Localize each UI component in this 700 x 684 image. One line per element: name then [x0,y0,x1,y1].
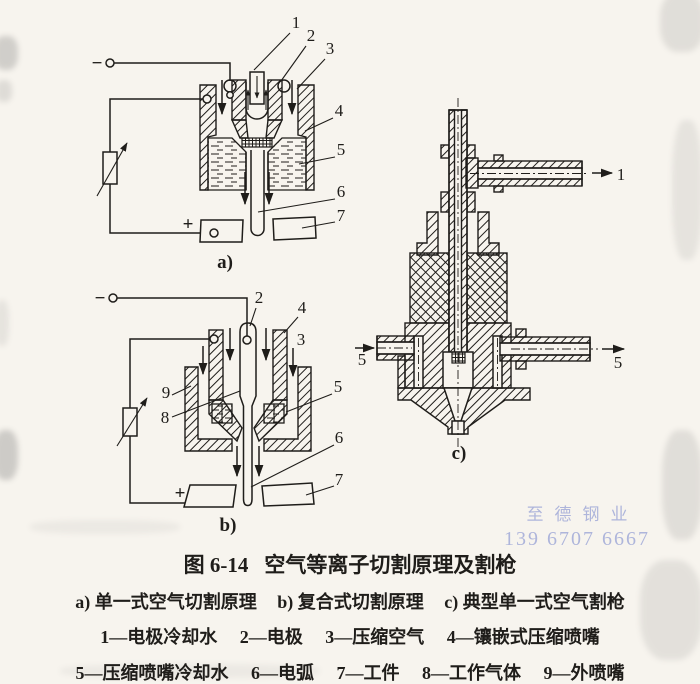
workpiece-right [261,482,315,507]
legend-item: 7—工件 [336,663,400,683]
label-1: 1 [617,165,626,184]
bleedthrough-smudge [0,36,18,70]
label-3: 3 [297,330,306,349]
electrode-holder-right [267,79,283,121]
cooling-water-left [207,137,247,191]
bleedthrough-smudge [0,430,18,480]
legend-line-1: 1—电极冷却水 2—电极 3—压缩空气 4—镶嵌式压缩喷嘴 [0,623,700,649]
label-9: 9 [162,383,171,402]
legend-item: 5—压缩喷嘴冷却水 [75,663,229,683]
bleedthrough-smudge [640,560,700,660]
label-5-out: 5 [614,353,623,372]
legend-line-2: 5—压缩喷嘴冷却水 6—电弧 7—工件 8—工作气体 9—外喷嘴 [0,659,700,684]
figure-number: 图 6-14 [183,553,249,577]
legend-item: 3—压缩空气 [325,627,425,647]
plus-terminal: + [183,214,194,235]
bleedthrough-smudge [672,120,700,260]
workpiece-right [272,216,317,241]
plus-terminal: + [175,483,186,504]
bleedthrough-smudge [30,520,180,534]
bleedthrough-smudge [662,430,700,540]
minus-terminal: − [95,288,106,309]
bleedthrough-smudge [0,80,12,102]
inner-nozzle-right [272,329,288,401]
label-7: 7 [337,206,346,225]
minus-terminal: − [92,53,103,74]
terminal-circle [105,58,115,68]
legend-item: 4—镶嵌式压缩喷嘴 [446,627,600,647]
diagram-a: − + 1 2 3 4 5 6 7 a) [92,13,346,273]
resistor [102,151,118,185]
figure-caption: 图 6-14 空气等离子切割原理及割枪 a) 单一式空气切割原理 b) 复合式切割… [0,549,700,684]
diagram-c: 1 5 5 c) [355,98,625,464]
legend-item: 8—工作气体 [422,663,521,683]
legend-item: 2—电极 [239,627,303,647]
bleedthrough-smudge [660,0,700,52]
figure-title: 图 6-14 空气等离子切割原理及割枪 [0,549,700,579]
label-2: 2 [307,26,316,45]
subcaption-b: b) 复合式切割原理 [277,592,424,612]
outer-nozzle-left [184,366,233,452]
outer-nozzle-right [263,366,312,452]
legend-item: 6—电弧 [251,663,314,683]
label-3: 3 [326,39,335,58]
label-8: 8 [161,408,170,427]
workpiece-left [199,219,244,243]
label-5-in: 5 [358,350,367,369]
figure-title-text: 空气等离子切割原理及割枪 [264,553,517,577]
label-6: 6 [335,428,344,447]
resistor [122,407,138,437]
label-4: 4 [298,298,307,317]
bleedthrough-smudge [60,664,320,678]
diagram-b: − + 2 4 3 9 8 5 6 7 b) [95,288,344,536]
label-7: 7 [335,470,344,489]
terminal-circle [108,293,118,303]
label-6: 6 [337,182,346,201]
label-2: 2 [255,288,264,307]
label-5: 5 [337,140,346,159]
subfigure-c-label: c) [452,443,467,464]
compressed-nozzle-insert [241,137,273,148]
subcaption-a: a) 单一式空气切割原理 [75,592,257,612]
electrode-tip [451,351,466,364]
insulator-left [409,252,450,324]
subfigure-b-label: b) [220,515,237,536]
label-1: 1 [292,13,301,32]
legend-item: 9—外喷嘴 [543,663,625,683]
label-4: 4 [335,101,344,120]
legend-item: 1—电极冷却水 [100,627,218,647]
workpiece-left [183,484,237,508]
bleedthrough-smudge [0,300,9,346]
electrode [239,322,257,507]
arc [250,150,265,237]
label-5: 5 [334,377,343,396]
insulator-right [466,252,508,324]
subcaption-c: c) 典型单一式空气割枪 [444,592,625,612]
subfigure-a-label: a) [217,252,233,273]
electrode-holder-left [231,79,247,121]
subfigure-captions: a) 单一式空气切割原理 b) 复合式切割原理 c) 典型单一式空气割枪 [0,588,700,614]
figure-artwork: − + 1 2 3 4 5 6 7 a) [92,13,626,536]
